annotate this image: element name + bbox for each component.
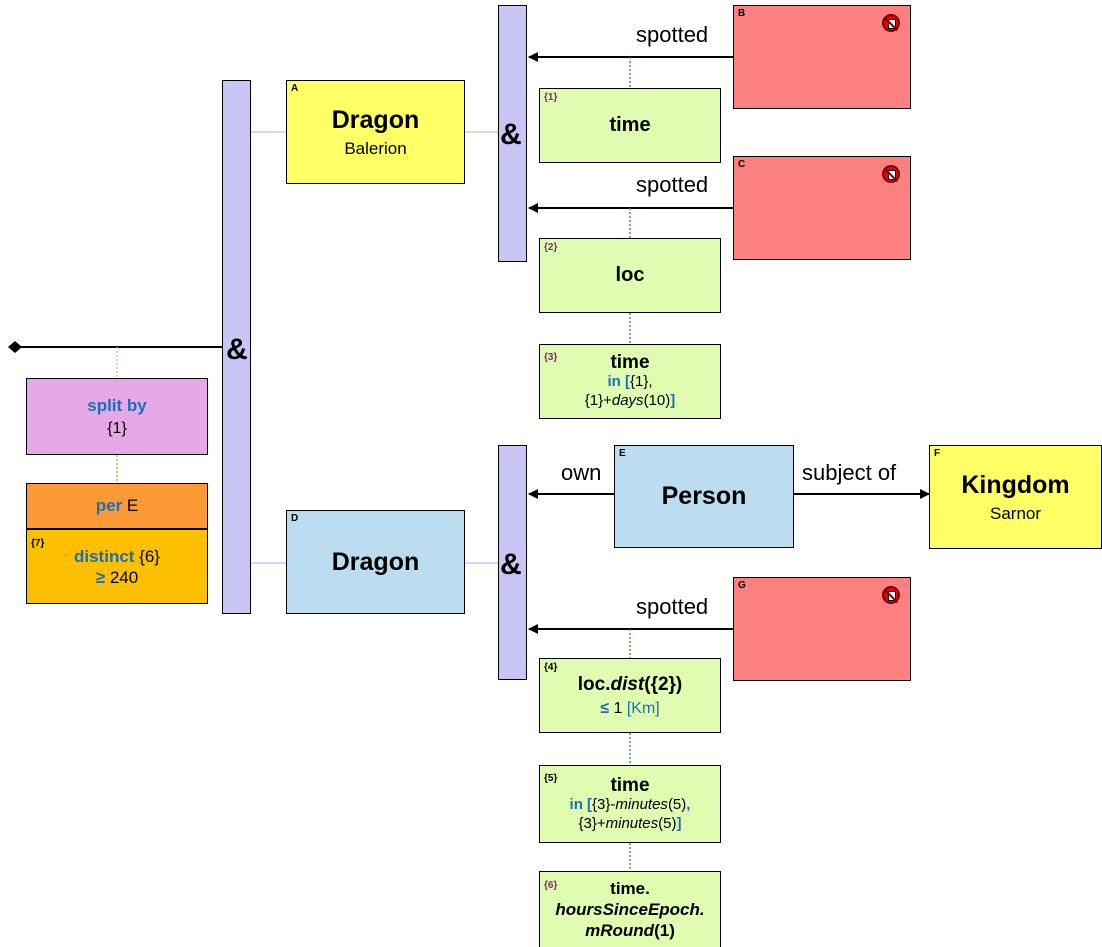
range-end-base: {3}+ [578,814,606,832]
property-tag: {4} [544,662,558,673]
property-line1: time. [610,879,650,898]
bracket-open: [ [624,373,630,390]
root-and-operator[interactable] [222,80,251,614]
entity-a-dragon[interactable]: A Dragon Balerion [286,80,465,184]
aggregate-keyword: distinct [74,546,135,566]
aggregate-threshold: 240 [105,567,139,587]
aggregate-box[interactable]: {7} distinct {6} ≥ 240 [26,529,208,604]
no-entry-icon [882,14,900,32]
range-end-arg: (10) [643,392,671,409]
entity-type: Kingdom [961,470,1070,499]
split-keyword: split by [87,395,147,415]
entity-tag: C [738,159,746,170]
range-end-arg: (5) [658,814,677,832]
entity-tag: B [738,8,746,19]
aggregate-value: {6} [134,546,160,566]
entity-tag: G [738,580,746,591]
property-line2: hoursSinceEpoch. [555,900,705,919]
entity-tag: A [291,83,299,94]
no-entry-icon [882,586,900,604]
relation-spotted-b[interactable]: spotted [636,22,709,47]
range-start-fn: minutes [615,795,668,813]
relation-own[interactable]: own [561,460,602,485]
range-end-fn: days [611,392,644,409]
entity-tag: E [619,448,626,459]
property-prefix: loc. [577,673,611,695]
per-box[interactable]: per E [26,483,208,529]
property-tag: {6} [544,880,558,891]
entity-name: Sarnor [989,503,1042,523]
property-5-time-range[interactable]: {5} time in [{3}-minutes(5), {3}+minutes… [539,765,721,843]
root-and-label: & [226,333,248,366]
property-arg: (1) [654,921,675,940]
range-end-base: {1}+ [584,392,612,409]
lower-and-operator[interactable] [498,445,527,680]
property-tag: {5} [544,773,558,784]
threshold-value: 1 [609,699,627,717]
entity-name: Balerion [344,138,407,158]
property-text: loc [615,264,645,286]
property-text: time [610,774,650,796]
entity-g[interactable]: G [733,577,911,681]
property-text: time [609,114,651,136]
property-text: time [610,352,650,373]
entity-c[interactable]: C [733,156,911,260]
entity-e-person[interactable]: E Person [614,445,794,548]
range-start: {1}, [629,373,653,390]
relation-spotted-c[interactable]: spotted [636,172,709,197]
entity-type: Dragon [331,547,420,576]
property-fn: dist [610,673,645,695]
property-4-distance[interactable]: {4} loc.dist({2}) ≤ 1 [Km] [539,658,721,733]
property-tag: {2} [544,242,558,253]
per-keyword: per [95,496,123,515]
per-value: E [122,496,139,515]
bracket-open: [ [587,795,593,813]
upper-and-operator[interactable] [498,5,527,262]
operator-ge: ≥ [95,567,106,587]
keyword-in: in [569,795,583,813]
property-tag: {1} [544,92,558,103]
threshold-unit: [Km] [626,699,660,717]
aggregate-tag: {7} [31,538,45,549]
lower-and-label: & [500,548,522,581]
property-fn: mRound [585,921,655,940]
entity-type: Dragon [331,105,420,134]
operator-le: ≤ [600,699,610,717]
upper-and-label: & [500,118,522,151]
relation-spotted-g[interactable]: spotted [636,594,709,619]
property-3-time-range[interactable]: {3} time in [{1}, {1}+days(10)] [539,344,721,419]
property-1-time[interactable]: {1} time [539,88,721,163]
property-6-hours[interactable]: {6} time. hoursSinceEpoch. mRound(1) [539,871,721,947]
entity-b[interactable]: B [733,5,911,109]
entity-d-dragon[interactable]: D Dragon [286,510,465,614]
entity-tag: D [291,513,299,524]
split-value: {1} [107,419,127,437]
range-comma: , [686,795,691,813]
property-tag: {3} [544,352,558,363]
bracket-close: ] [670,392,676,409]
entity-type: Person [661,482,747,510]
property-2-loc[interactable]: {2} loc [539,238,721,313]
range-start-base: {3}- [592,795,616,813]
keyword-in: in [607,373,621,390]
no-entry-icon [882,165,900,183]
entity-tag: F [934,448,941,459]
split-by-box[interactable]: split by {1} [26,378,208,455]
range-start-arg: (5) [667,795,687,813]
range-end-fn: minutes [605,814,659,832]
bracket-close: ] [676,814,682,832]
relation-subject-of[interactable]: subject of [802,460,897,485]
entity-f-kingdom[interactable]: F Kingdom Sarnor [929,445,1102,549]
property-suffix: ({2}) [644,673,683,695]
